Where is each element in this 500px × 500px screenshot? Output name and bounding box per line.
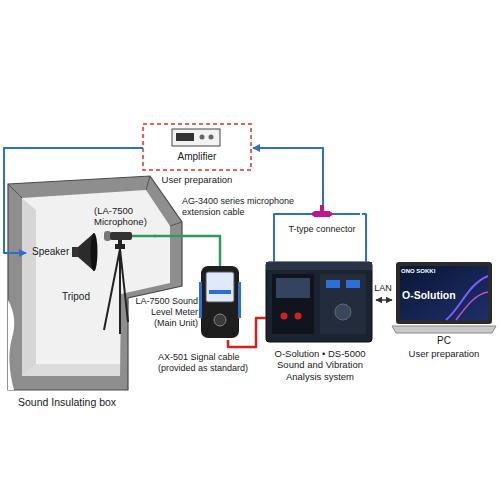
node-label: Speaker — [32, 246, 69, 258]
screen-wave — [456, 292, 488, 320]
analyzer-top — [266, 262, 372, 270]
amplifier-display — [176, 133, 194, 141]
laptop-frame — [396, 262, 492, 324]
amplifier-box: AmplifierUser preparation — [143, 124, 253, 188]
t-connector-end — [328, 212, 332, 216]
amplifier-knob — [200, 135, 205, 140]
meter-button — [214, 314, 226, 326]
cable-connector — [228, 318, 266, 347]
box-floor — [22, 364, 120, 376]
amplifier-outline — [143, 124, 251, 170]
microphone-mount — [118, 240, 122, 244]
node-label: Sound Insulating box — [18, 396, 116, 409]
microphone-body — [110, 232, 132, 240]
node-label: Tripod — [62, 291, 90, 303]
pc-node: O-SolutionPCUser preparation — [392, 262, 498, 372]
cable-label: LAN — [372, 283, 394, 294]
cable-connector — [4, 148, 143, 253]
speaker-rim — [91, 233, 98, 271]
cable-label: AG-3400 series microphone extension cabl… — [182, 196, 304, 218]
meter-trim — [238, 282, 241, 318]
analyzer-jack — [295, 313, 302, 320]
cutaway-edge — [8, 300, 14, 390]
connector-stub — [284, 213, 314, 215]
enclosure-box: Sound Insulating boxSpeaker(LA-7500 Micr… — [4, 170, 200, 418]
analyzer-panel — [320, 274, 366, 334]
amplifier-knob — [209, 135, 214, 140]
node-label: Amplifier — [143, 151, 251, 163]
analyzer-port — [346, 280, 360, 288]
node-label: O-Solution • DS-5000 Sound and Vibration… — [266, 348, 374, 382]
laptop-base — [392, 326, 496, 333]
t-connector-end — [312, 212, 316, 216]
sound-level-meter-node: LA-7500 Sound Level Meter (Main Unit) — [118, 266, 242, 340]
analyzer-display — [276, 278, 310, 298]
meter-body — [201, 266, 239, 338]
analyzer-body — [266, 262, 372, 342]
analyzer-jack — [281, 313, 288, 320]
node-label: (LA-7500 Microphone) — [94, 205, 152, 228]
node-label: T-type connector — [284, 224, 360, 235]
meter-screen — [206, 272, 234, 302]
speaker-node: Speaker — [26, 232, 100, 274]
analyzer-node: O-Solution • DS-5000 Sound and Vibration… — [266, 262, 376, 386]
box-shell — [8, 176, 182, 390]
node-label: LA-7500 Sound Level Meter (Main Unit) — [126, 296, 198, 328]
cable-stub — [132, 235, 156, 238]
microphone-grille — [104, 231, 111, 241]
node-label: PC — [392, 335, 496, 347]
analyzer-panel — [272, 274, 314, 334]
node-label: User preparation — [392, 348, 496, 359]
node-label: User preparation — [143, 174, 251, 185]
tripod-head — [115, 244, 125, 249]
meter-bar — [209, 290, 231, 294]
box-left-wall — [22, 198, 36, 376]
t-connector-node: T-type connector — [284, 205, 362, 239]
analyzer-knob — [335, 304, 351, 320]
cable-connector — [274, 214, 284, 262]
laptop-screen — [400, 266, 488, 320]
amplifier-body — [172, 129, 220, 146]
analyzer-port — [326, 280, 340, 288]
logo-text: ONO SOKKI — [401, 268, 435, 275]
microphone-node: (LA-7500 Microphone) Tripod — [62, 205, 154, 340]
tripod-legs — [104, 249, 128, 334]
t-connector-stem — [320, 205, 324, 212]
cable-connector — [154, 236, 220, 266]
cable-connector — [376, 299, 392, 301]
cable-connector — [362, 214, 366, 262]
meter-trim — [199, 282, 202, 318]
node-label: O-Solution — [402, 289, 456, 302]
cable-label: AX-501 Signal cable (provided as standar… — [158, 352, 260, 374]
speaker-magnet — [72, 247, 78, 257]
connector-stub — [330, 213, 360, 215]
box-interior — [22, 190, 170, 376]
